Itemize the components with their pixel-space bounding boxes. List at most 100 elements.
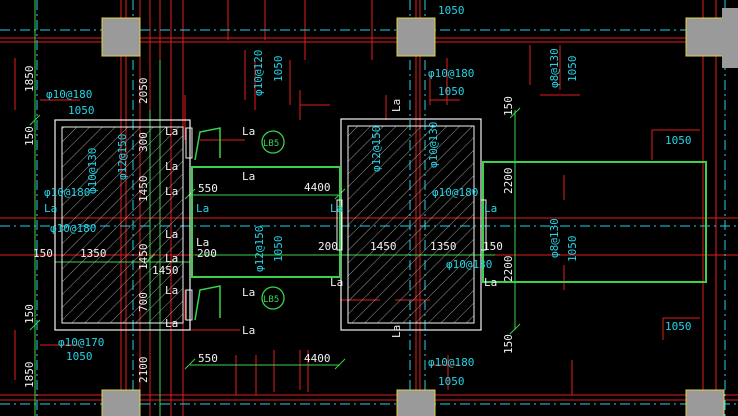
label-v-2100: 2100 [137,357,150,384]
beam-right [482,161,707,283]
label-left-1850-bottom: 1850 [23,362,36,389]
label-d-1450-mid: 1450 [370,240,397,253]
label-phi10-180-bottom: φ10@180 [428,356,474,369]
label-left-1050: 1050 [68,104,95,117]
label-left-150-b: 150 [33,247,53,260]
rebar-annotations: 1050 φ10@180 1050 φ10@180 1050 φ10@180 φ… [44,4,692,388]
label-la: La [165,317,178,330]
label-right-1050-upper: 1050 [566,236,579,263]
label-la: La [165,160,178,173]
column-top-right [685,17,725,57]
label-bottom-mid-1050: 1050 [438,375,465,388]
label-left-150-a: 150 [23,126,36,146]
label-top-1050: 1050 [438,4,465,17]
label-d-200-left: 200 [197,247,217,260]
label-phi10-130-vert-left: φ10@130 [86,148,99,194]
label-la: La [44,202,57,215]
label-phi8-130-top-right: φ8@130 [548,48,561,88]
column-top-left [101,17,141,57]
pile-cap-left [54,119,191,331]
label-d-200-mid: 200 [318,240,338,253]
label-la: La [165,185,178,198]
beam-tab-bottom [194,285,221,321]
label-phi10-180-mid: φ10@180 [432,186,478,199]
dimension-text: 550 4400 1350 1450 200 200 1450 1350 150… [33,181,503,365]
label-d-1350-left: 1350 [80,247,107,260]
dimension-text-vertical: 1850 150 150 1850 2050 300 1450 1450 700… [23,66,515,389]
lb5-label-bottom: LB5 [263,295,279,305]
axis-ticks [40,94,700,366]
label-v-700: 700 [137,292,150,312]
label-la: La [165,125,178,138]
label-v-1050-beam: 1050 [272,236,285,263]
label-la: La [390,325,403,338]
label-la: La [242,125,255,138]
label-d-4400-top: 4400 [304,181,331,194]
label-la: La [484,276,497,289]
label-d-550-bottom: 550 [198,352,218,365]
rebar-annotations-vertical: φ10@120 1050 φ8@130 1050 φ10@130 φ12@150… [86,48,579,272]
label-la: La [165,252,178,265]
label-phi10-120: φ10@120 [252,50,265,96]
label-la: La [242,324,255,337]
label-v-1450-b: 1450 [137,244,150,271]
label-phi10-180-left-b: φ10@180 [50,222,96,235]
column-bottom-right [685,389,725,416]
anchorage-labels: La La La La La La La La La La La La La L… [44,125,497,337]
label-la: La [330,276,343,289]
label-right-1050-lower: 1050 [665,320,692,333]
label-v-300: 300 [137,132,150,152]
label-d-550-top: 550 [198,182,218,195]
label-la: La [196,202,209,215]
label-la: La [165,284,178,297]
label-top-1050: 1050 [566,56,579,83]
label-top-1050: 1050 [438,85,465,98]
column-right-edge [722,8,738,68]
label-right-1050-upper: 1050 [665,134,692,147]
label-d-1450-left: 1450 [152,264,179,277]
label-la: La [330,202,343,215]
lb5-tag-top: LB5 [261,130,285,154]
label-phi12-150-vert-left: φ12@150 [116,134,129,180]
label-d-4400-bottom: 4400 [304,352,331,365]
beam-tab-top [194,127,221,161]
column-top-mid [396,17,436,57]
pile-cap-middle [340,118,482,331]
label-left-150-c: 150 [23,304,36,324]
label-phi10-180-top-mid: φ10@180 [428,67,474,80]
lb5-tag-bottom: LB5 [261,286,285,310]
label-phi10-130-mid: φ10@130 [427,122,440,168]
label-right-150-bottom: 150 [502,334,515,354]
label-phi8-130-right: φ8@130 [548,218,561,258]
label-la: La [165,228,178,241]
label-la: La [390,99,403,112]
label-bottom-left-1050: 1050 [66,350,93,363]
label-phi10-130-lower: φ10@130 [446,258,492,271]
label-left-1850-top: 1850 [23,66,36,93]
label-right-2200-b: 2200 [502,256,515,283]
label-phi12-150-mid-a: φ12@150 [370,126,383,172]
lb5-label-top: LB5 [263,139,279,149]
label-phi10-180-top-left: φ10@180 [46,88,92,101]
anchorage-labels-vertical: La La [390,99,403,338]
label-phi12-150-beam: φ12@150 [253,226,266,272]
label-v-2050: 2050 [137,78,150,105]
label-d-150-right: 150 [483,240,503,253]
beams [191,127,707,321]
label-phi10-170: φ10@170 [58,336,104,349]
beam-left-connector [191,166,341,278]
label-phi10-180-left-a: φ10@180 [44,186,90,199]
label-la: La [242,170,255,183]
columns [101,8,738,416]
label-right-2200-a: 2200 [502,168,515,195]
label-v-1450: 1450 [137,176,150,203]
label-la: La [484,202,497,215]
label-d-1350-mid: 1350 [430,240,457,253]
label-la: La [242,286,255,299]
column-bottom-left [101,389,141,416]
rebar-markers [185,127,487,321]
label-la: La [196,236,209,249]
column-bottom-mid [396,389,436,416]
